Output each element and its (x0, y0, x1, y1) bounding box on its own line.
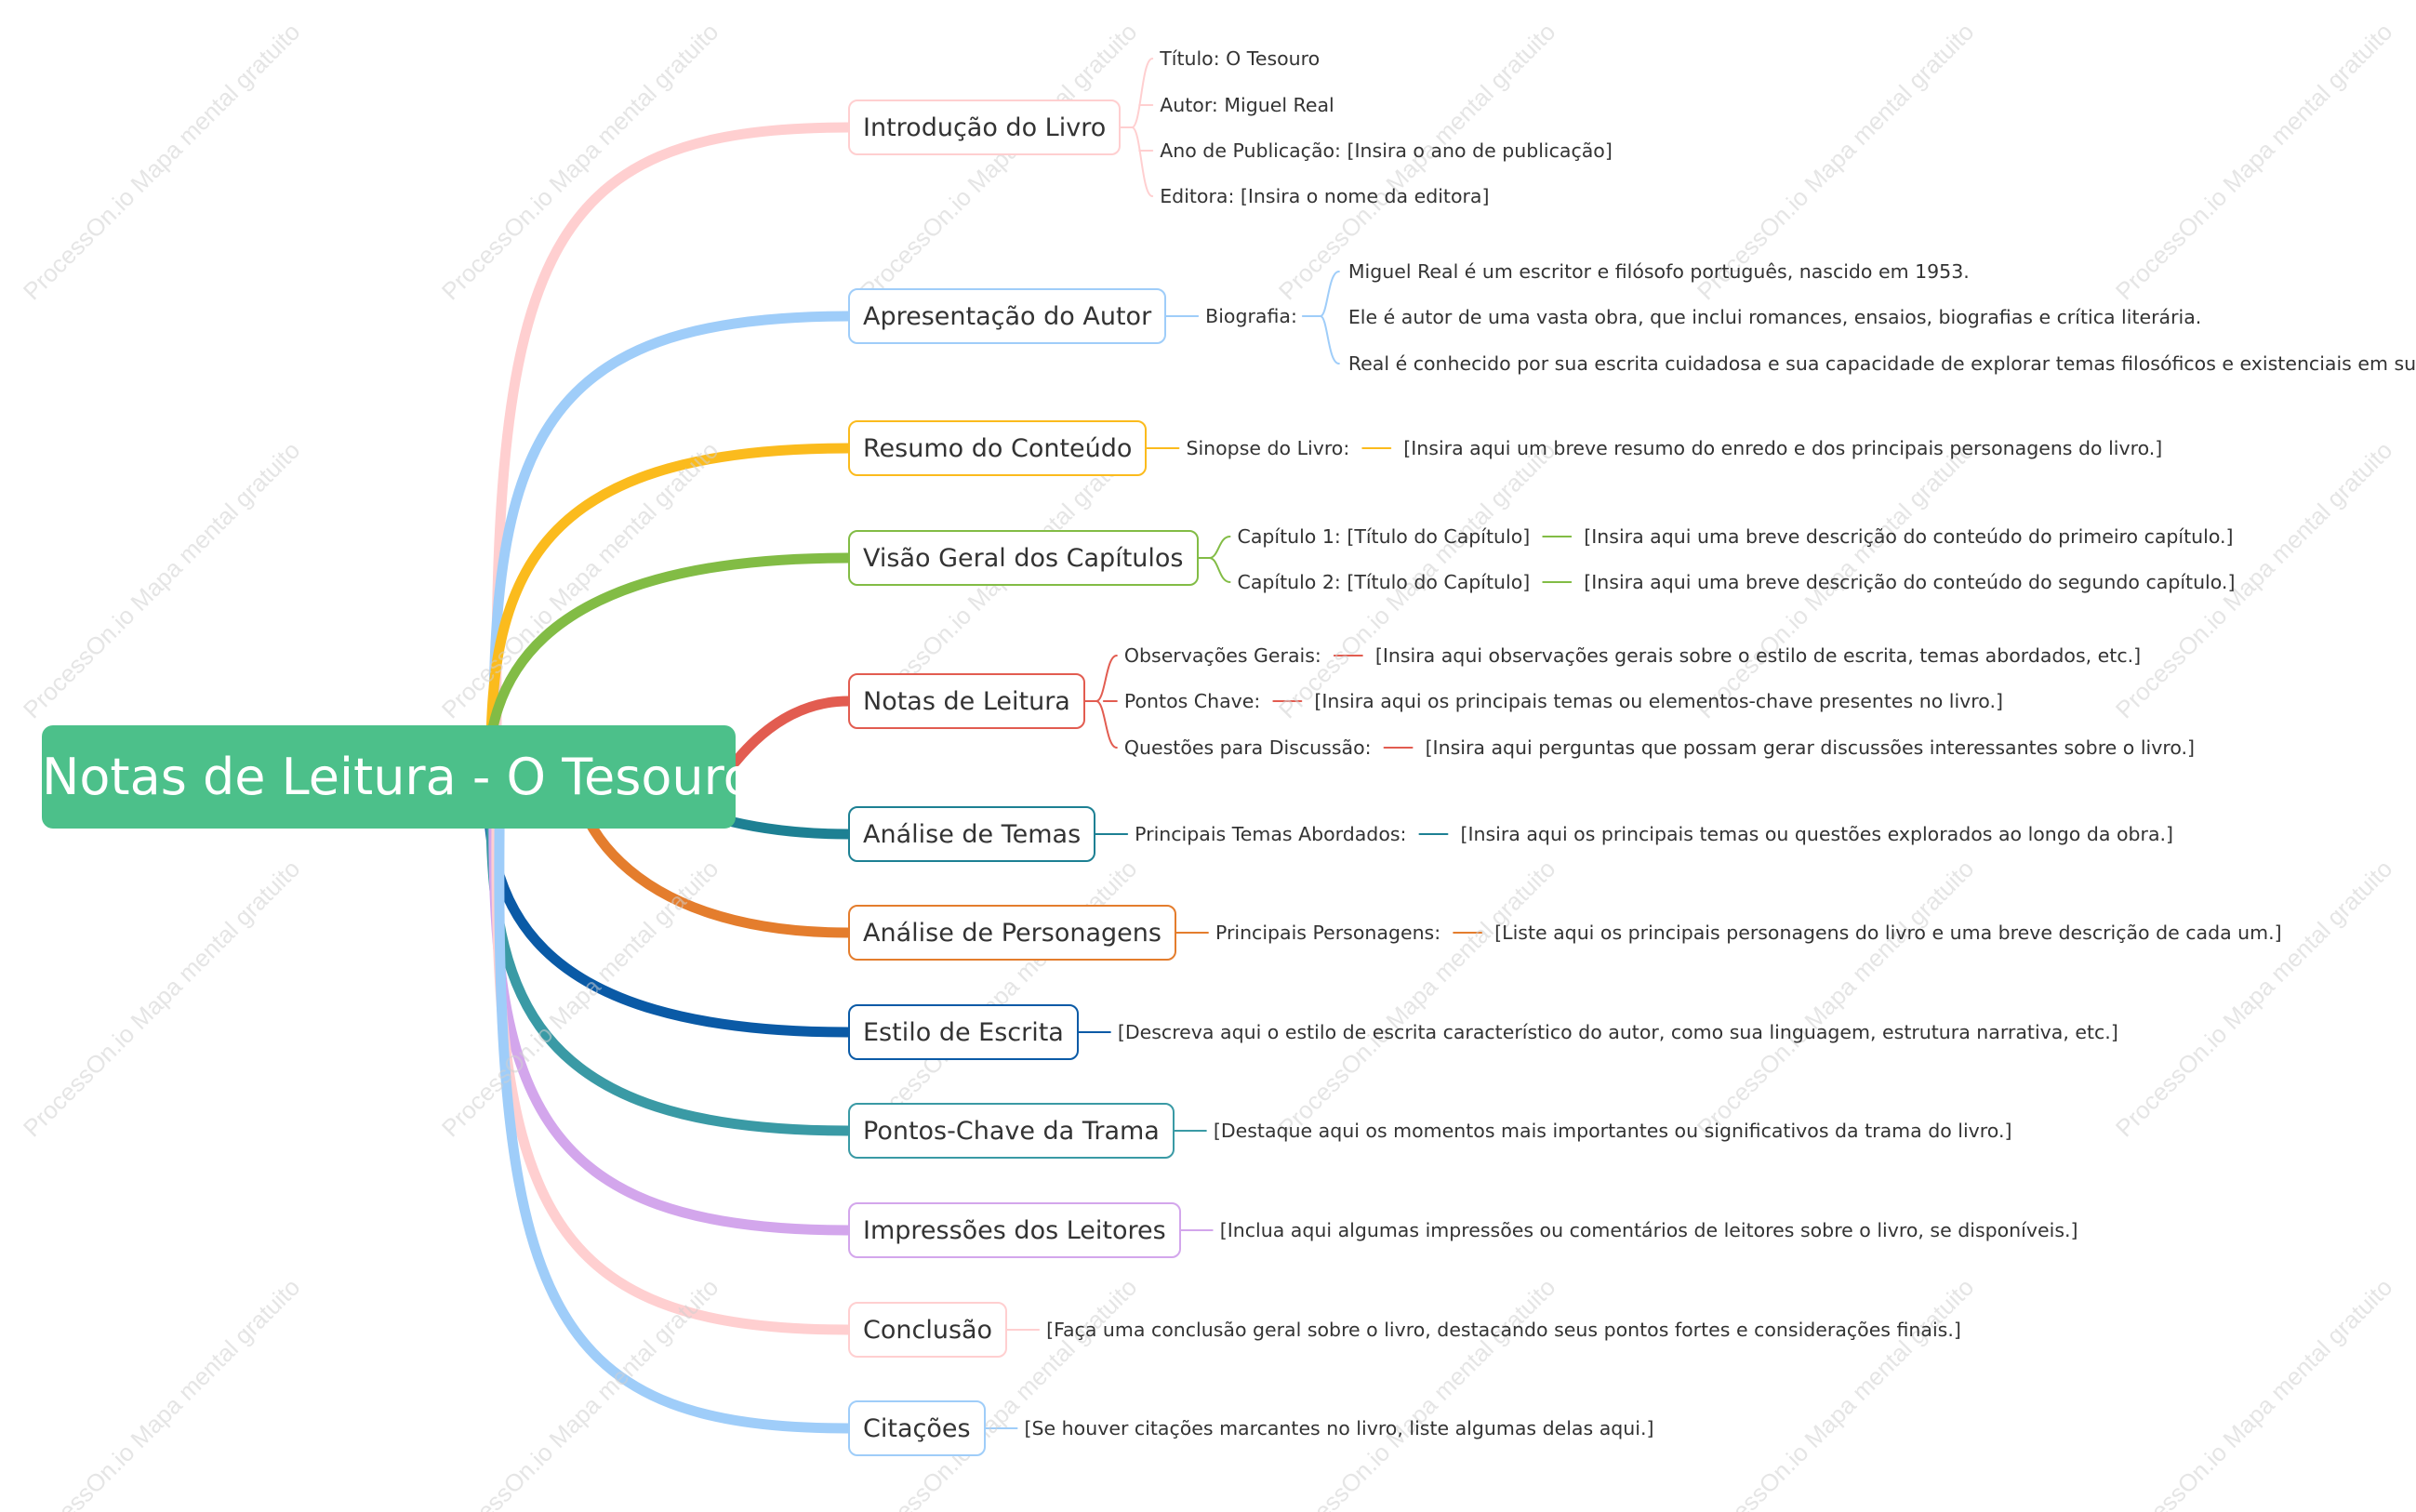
leaf-capitulos-1[interactable]: Capítulo 2: [Título do Capítulo] (1237, 571, 1531, 593)
leaf-resumo-0[interactable]: Sinopse do Livro: (1186, 437, 1350, 459)
connector-root-to-citacoes (494, 757, 854, 1434)
leaf-autor-0[interactable]: Biografia: (1205, 305, 1297, 327)
leaf-personagens-0[interactable]: Principais Personagens: (1215, 922, 1441, 944)
connector-capitulos-brace-bottom (1208, 557, 1231, 583)
leaf-intro-2[interactable]: Ano de Publicação: [Insira o ano de publ… (1160, 139, 1613, 162)
leaf-notas-0[interactable]: Observações Gerais: (1123, 644, 1321, 667)
leaf-capitulos-0[interactable]: Capítulo 1: [Título do Capítulo] (1237, 525, 1531, 548)
branch-node-trama[interactable]: Pontos-Chave da Trama (848, 1103, 1175, 1159)
connector-notas-brace-bottom (1095, 700, 1118, 749)
subleaf-temas-0[interactable]: [Insira aqui os principais temas ou ques… (1460, 823, 2174, 845)
leaf-intro-1[interactable]: Autor: Miguel Real (1160, 94, 1334, 116)
leaf-notas-1[interactable]: Pontos Chave: (1123, 690, 1261, 712)
subleaf-capitulos-0[interactable]: [Insira aqui uma breve descrição do cont… (1584, 525, 2234, 548)
leaf-notas-2[interactable]: Questões para Discussão: (1123, 736, 1372, 759)
leaf-conclusao-0[interactable]: [Faça uma conclusão geral sobre o livro,… (1046, 1319, 1961, 1341)
branch-node-capitulos[interactable]: Visão Geral dos Capítulos (848, 530, 1199, 586)
connector-autor-sub-top (1319, 271, 1340, 317)
leaf-citacoes-0[interactable]: [Se houver citações marcantes no livro, … (1024, 1417, 1654, 1439)
branch-node-temas[interactable]: Análise de Temas (848, 806, 1096, 862)
subleaf-notas-1[interactable]: [Insira aqui os principais temas ou elem… (1314, 690, 2003, 712)
connector-capitulos-brace-top (1208, 536, 1231, 559)
leaf-temas-0[interactable]: Principais Temas Abordados: (1135, 823, 1407, 845)
branch-node-estilo[interactable]: Estilo de Escrita (848, 1004, 1079, 1060)
branch-node-citacoes[interactable]: Citações (848, 1400, 986, 1456)
connector-notas-brace-top (1095, 655, 1118, 702)
branch-node-personagens[interactable]: Análise de Personagens (848, 905, 1176, 961)
subleaf-autor-1[interactable]: Ele é autor de uma vasta obra, que inclu… (1347, 306, 2202, 328)
subleaf-notas-0[interactable]: [Insira aqui observações gerais sobre o … (1374, 644, 2142, 667)
branch-node-notas[interactable]: Notas de Leitura (848, 673, 1085, 729)
leaf-intro-0[interactable]: Título: O Tesouro (1160, 47, 1321, 70)
leaf-trama-0[interactable]: [Destaque aqui os momentos mais importan… (1213, 1120, 2012, 1142)
root-node[interactable]: Notas de Leitura - O Tesouro (42, 725, 754, 829)
connector-intro-brace-top (1131, 58, 1154, 128)
connector-autor-sub-bottom (1319, 315, 1340, 365)
connector-root-to-resumo (485, 443, 854, 805)
subleaf-autor-2[interactable]: Real é conhecido por sua escrita cuidado… (1347, 352, 2416, 375)
leaf-impressoes-0[interactable]: [Inclua aqui algumas impressões ou comen… (1219, 1219, 2078, 1241)
branch-node-intro[interactable]: Introdução do Livro (848, 99, 1122, 155)
connector-intro-brace-bottom (1131, 126, 1154, 197)
subleaf-personagens-0[interactable]: [Liste aqui os principais personagens do… (1494, 922, 2282, 944)
leaf-estilo-0[interactable]: [Descreva aqui o estilo de escrita carac… (1117, 1021, 2118, 1043)
subleaf-notas-2[interactable]: [Insira aqui perguntas que possam gerar … (1425, 736, 2196, 759)
leaf-intro-3[interactable]: Editora: [Insira o nome da editora] (1160, 185, 1490, 207)
branch-node-conclusao[interactable]: Conclusão (848, 1302, 1008, 1358)
subleaf-autor-0[interactable]: Miguel Real é um escritor e filósofo por… (1347, 260, 1970, 283)
branch-node-impressoes[interactable]: Impressões dos Leitores (848, 1202, 1181, 1258)
branch-node-resumo[interactable]: Resumo do Conteúdo (848, 420, 1148, 476)
subleaf-resumo-0[interactable]: [Insira aqui um breve resumo do enredo e… (1403, 437, 2163, 459)
branch-node-autor[interactable]: Apresentação do Autor (848, 288, 1167, 344)
subleaf-capitulos-1[interactable]: [Insira aqui uma breve descrição do cont… (1584, 571, 2236, 593)
